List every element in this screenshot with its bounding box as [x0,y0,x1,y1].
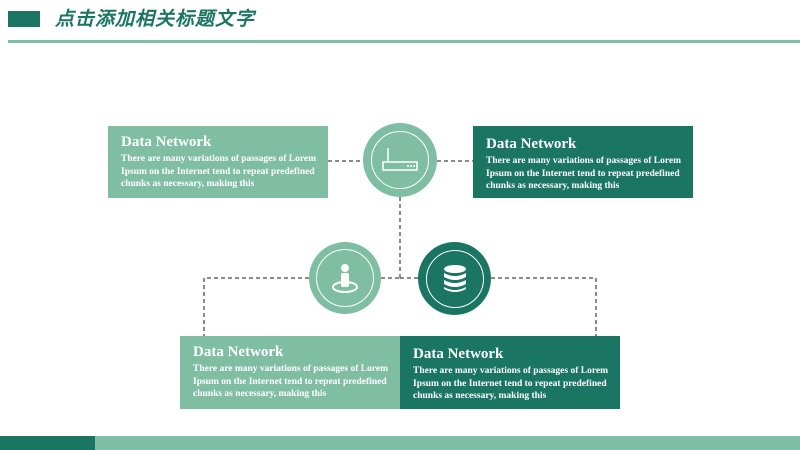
node-text: There are many variations of passages of… [121,154,317,189]
node-text: There are many variations of passages of… [193,364,389,399]
title-divider [8,40,800,43]
connector-bottom-left [203,277,309,336]
connector-bottom-right [491,277,597,336]
bottom-left-icon-circle [309,242,381,314]
user-location-icon [332,264,358,293]
node-title: Data Network [413,346,504,362]
bottom-left-icon-ring [316,249,374,307]
footer-bar [95,436,800,450]
node-text: There are many variations of passages of… [413,366,609,401]
bottom-right-icon-ring [425,249,484,308]
node-title: Data Network [121,134,212,150]
node-box-top-left: Data Network There are many variations o… [108,126,328,198]
node-title: Data Network [193,344,284,360]
node-box-bottom-right: Data Network There are many variations o… [400,336,620,409]
page-title[interactable]: 点击添加相关标题文字 [55,8,256,30]
node-box-top-right: Data Network There are many variations o… [473,126,693,198]
node-title: Data Network [486,136,577,152]
node-box-bottom-left: Data Network There are many variations o… [180,336,400,409]
top-icon-ring [371,131,429,189]
footer-bar-accent [0,436,95,450]
title-accent-block [8,11,40,27]
database-icon [443,264,466,292]
router-icon [382,148,418,171]
top-icon-circle [363,123,437,197]
node-text: There are many variations of passages of… [486,156,682,191]
bottom-right-icon-circle [418,242,491,315]
